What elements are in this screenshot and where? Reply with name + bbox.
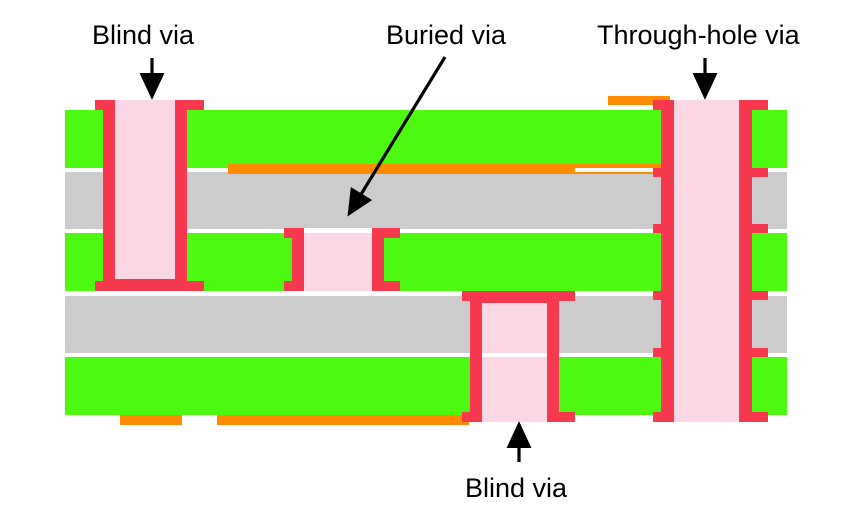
clearance-gap bbox=[768, 168, 787, 172]
clearance-gap bbox=[400, 291, 470, 296]
trace-top-right bbox=[608, 96, 670, 105]
clearance-gap bbox=[768, 353, 787, 357]
annular-ring bbox=[653, 168, 674, 177]
label-blind-via-top: Blind via bbox=[92, 20, 195, 50]
clearance-gap bbox=[304, 228, 372, 233]
annular-ring bbox=[739, 100, 768, 110]
trace-mid-inner bbox=[228, 164, 665, 174]
label-through-hole-via: Through-hole via bbox=[597, 20, 800, 50]
annular-ring bbox=[739, 224, 768, 233]
annular-ring bbox=[653, 100, 674, 110]
annular-ring bbox=[653, 412, 674, 422]
trace-bottom-mid bbox=[217, 415, 469, 425]
label-buried-via: Buried via bbox=[386, 20, 507, 50]
clearance-gap bbox=[674, 415, 739, 422]
clearance-gap bbox=[204, 291, 292, 296]
clearance-gap bbox=[187, 168, 228, 172]
annular-ring bbox=[739, 168, 768, 177]
clearance-gap bbox=[400, 229, 470, 233]
clearance-gap bbox=[65, 168, 103, 172]
annular-ring bbox=[653, 224, 674, 233]
annular-ring bbox=[739, 348, 768, 357]
arrow-buried-via bbox=[347, 56, 447, 217]
clearance-gap bbox=[482, 353, 547, 357]
trace-bottom-left bbox=[120, 415, 182, 425]
clearance-gap bbox=[575, 229, 653, 233]
clearance-gap bbox=[187, 229, 292, 233]
annular-ring bbox=[653, 291, 674, 300]
annular-ring bbox=[739, 412, 768, 422]
clearance-gap bbox=[65, 291, 95, 296]
annular-ring bbox=[739, 291, 768, 300]
clearance-gap bbox=[304, 291, 372, 296]
clearance-gap bbox=[768, 291, 787, 296]
clearance-gap bbox=[65, 229, 103, 233]
annular-ring bbox=[653, 348, 674, 357]
clearance-gap bbox=[575, 168, 653, 172]
label-blind-via-bottom: Blind via bbox=[465, 473, 568, 503]
clearance-gap bbox=[575, 353, 653, 357]
clearance-gap bbox=[768, 229, 787, 233]
